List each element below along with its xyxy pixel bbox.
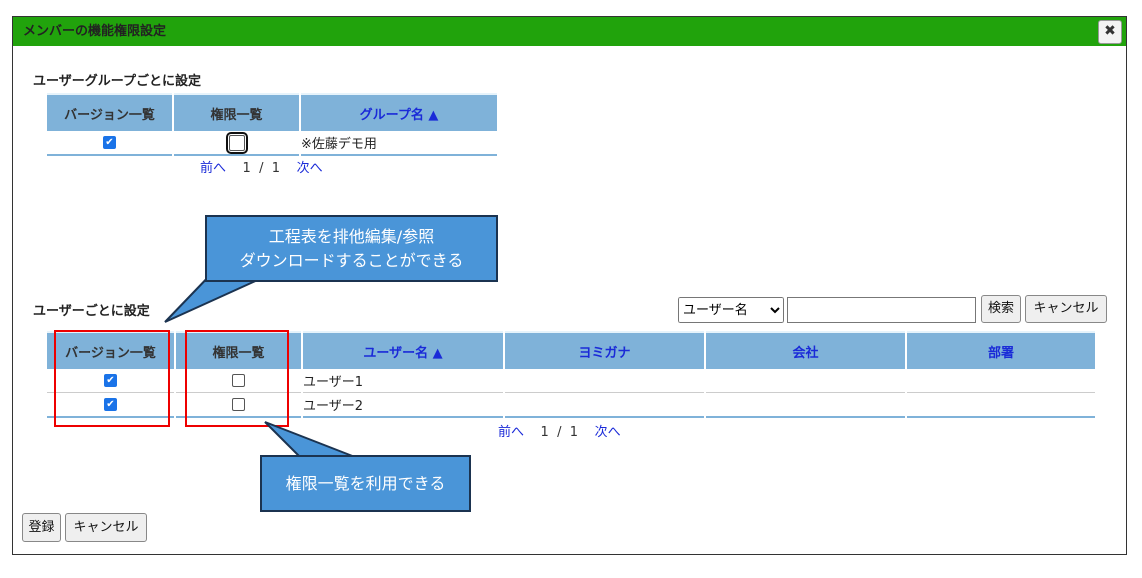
sep: / [259, 161, 264, 176]
callout-permission: 権限一覧を利用できる [260, 455, 471, 512]
total: 1 [569, 425, 579, 440]
group-table: バージョン一覧 権限一覧 グループ名 ▲ ✔ ※佐藤デモ用 [45, 93, 499, 156]
sep: / [557, 425, 562, 440]
table-row: ✔ ユーザー1 [47, 369, 1095, 393]
dialog-title: メンバーの機能権限設定 [13, 17, 1126, 46]
user-name: ユーザー2 [303, 393, 503, 418]
col-permission: 権限一覧 [174, 93, 299, 131]
close-icon[interactable]: ✖ [1098, 20, 1122, 44]
prev-link[interactable]: 前へ [200, 161, 227, 176]
col-group-name[interactable]: グループ名 ▲ [301, 93, 497, 131]
callout-line: ダウンロードすることができる [239, 251, 464, 270]
version-checkbox[interactable]: ✔ [104, 398, 117, 411]
user-pagination: 前へ 1 / 1 次へ [498, 421, 621, 440]
search-cancel-button[interactable]: キャンセル [1025, 295, 1107, 323]
col-permission: 権限一覧 [176, 331, 301, 369]
col-version: バージョン一覧 [47, 331, 174, 369]
group-name: ※佐藤デモ用 [301, 131, 497, 156]
total: 1 [271, 161, 281, 176]
next-link[interactable]: 次へ [296, 161, 323, 176]
col-version: バージョン一覧 [47, 93, 172, 131]
next-link[interactable]: 次へ [594, 425, 621, 440]
group-section-label: ユーザーグループごとに設定 [33, 74, 201, 89]
search-button[interactable]: 検索 [981, 295, 1021, 323]
col-company[interactable]: 会社 [706, 331, 905, 369]
version-checkbox[interactable]: ✔ [104, 374, 117, 387]
highlight-version [54, 330, 170, 427]
callout-version: 工程表を排他編集/参照 ダウンロードすることができる [205, 215, 498, 282]
search-field-select[interactable]: ユーザー名 [678, 297, 784, 323]
permission-checkbox[interactable] [232, 398, 245, 411]
col-yomigana[interactable]: ヨミガナ [505, 331, 704, 369]
page: 1 [242, 161, 251, 176]
highlight-permission [185, 330, 289, 427]
cancel-button[interactable]: キャンセル [65, 513, 147, 542]
page: 1 [540, 425, 549, 440]
user-name: ユーザー1 [303, 369, 503, 393]
permission-checkbox[interactable] [225, 131, 248, 154]
permission-checkbox[interactable] [232, 374, 245, 387]
table-row: ✔ ユーザー2 [47, 393, 1095, 418]
user-section-label: ユーザーごとに設定 [33, 304, 150, 319]
user-table: バージョン一覧 権限一覧 ユーザー名 ▲ ヨミガナ 会社 部署 ✔ ユーザー1 ✔… [45, 331, 1097, 418]
search-input[interactable] [787, 297, 976, 323]
callout-line: 工程表を排他編集/参照 [268, 227, 435, 246]
version-checkbox[interactable]: ✔ [103, 136, 116, 149]
table-row: ✔ ※佐藤デモ用 [47, 131, 497, 156]
col-user-name[interactable]: ユーザー名 ▲ [303, 331, 503, 369]
col-department[interactable]: 部署 [907, 331, 1095, 369]
prev-link[interactable]: 前へ [498, 425, 525, 440]
group-pagination: 前へ 1 / 1 次へ [200, 157, 323, 176]
register-button[interactable]: 登録 [22, 513, 61, 542]
